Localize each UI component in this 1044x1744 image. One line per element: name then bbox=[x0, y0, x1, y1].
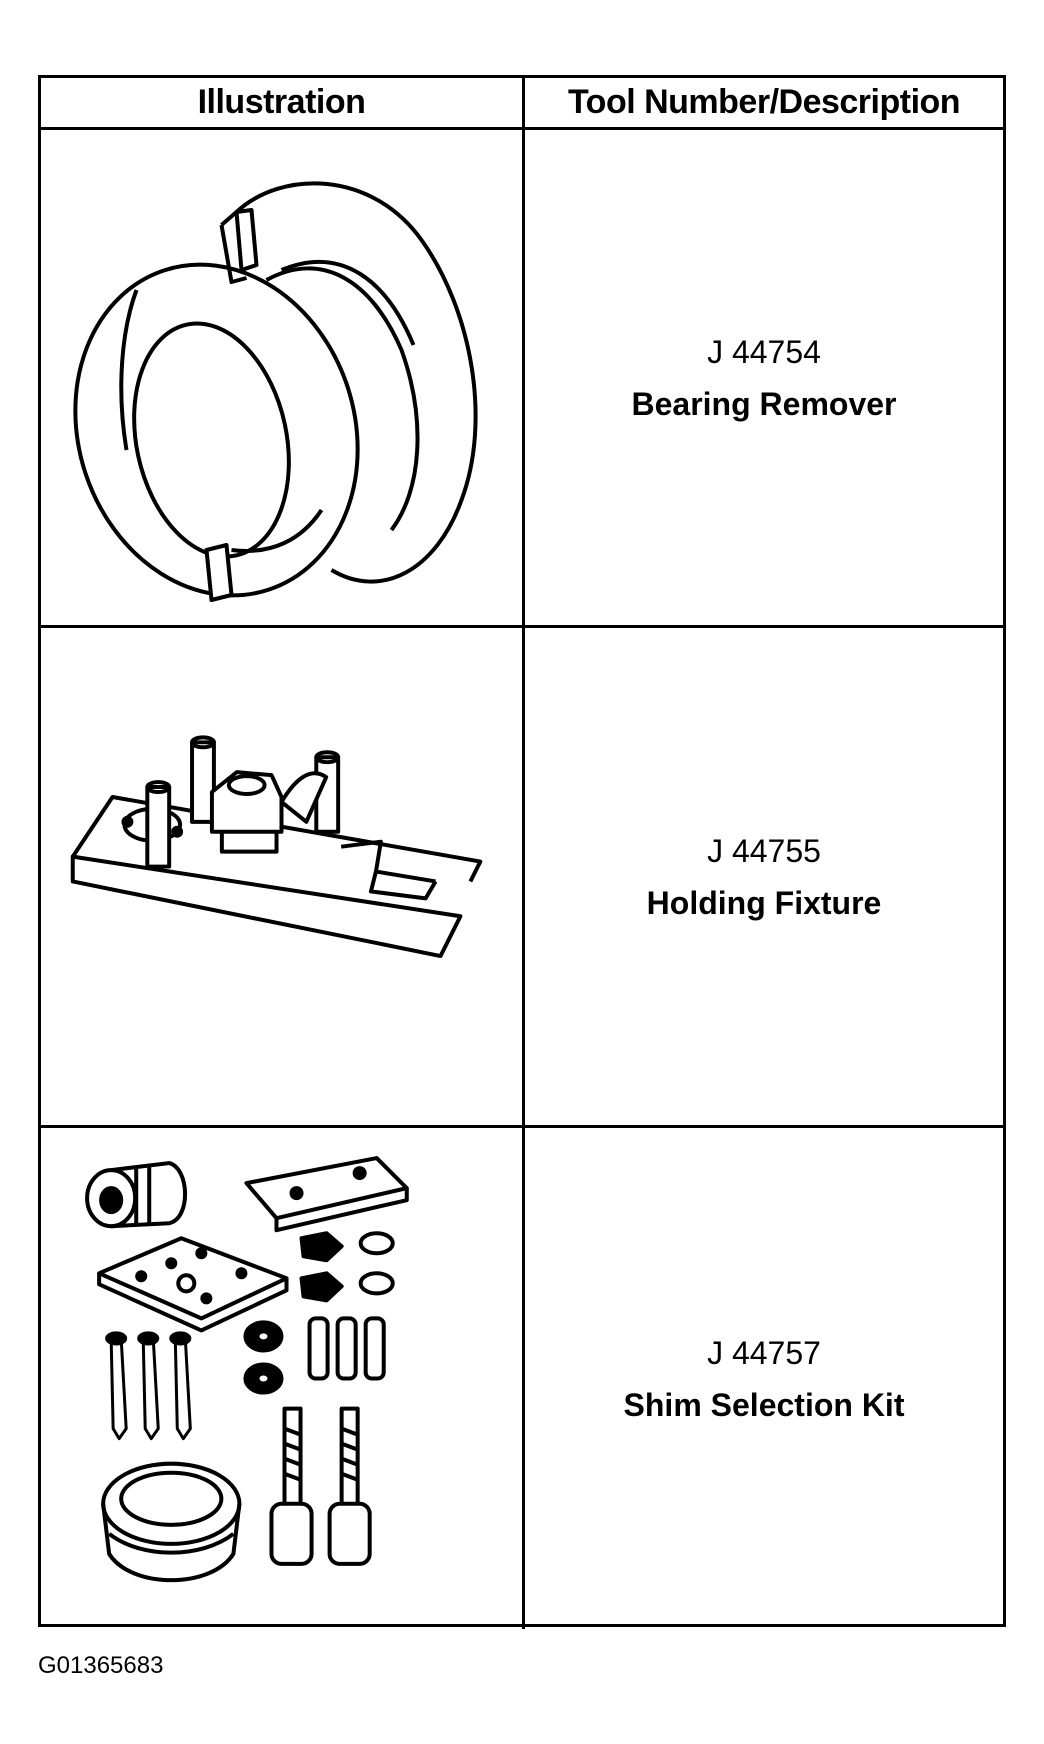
illustration-cell bbox=[41, 628, 525, 1128]
illustration-cell bbox=[41, 130, 525, 628]
header-tool-number-description: Tool Number/Description bbox=[525, 78, 1003, 130]
tool-description: Bearing Remover bbox=[631, 385, 897, 422]
tool-number: J 44755 bbox=[707, 832, 821, 869]
tool-description: Shim Selection Kit bbox=[623, 1386, 905, 1423]
tool-table: Illustration Tool Number/Description J 4… bbox=[38, 75, 1006, 1630]
holding-fixture-icon bbox=[70, 735, 483, 959]
description-cell: J 44755 Holding Fixture bbox=[525, 628, 1003, 1128]
bearing-remover-icon bbox=[73, 181, 478, 602]
figure-id: G01365683 bbox=[38, 1652, 164, 1679]
header-illustration: Illustration bbox=[41, 78, 525, 130]
description-cell: J 44754 Bearing Remover bbox=[525, 130, 1003, 628]
illustration-cell bbox=[41, 1128, 525, 1630]
description-cell: J 44757 Shim Selection Kit bbox=[525, 1128, 1003, 1629]
tool-description: Holding Fixture bbox=[646, 884, 882, 921]
tool-number: J 44754 bbox=[707, 333, 821, 370]
tool-number: J 44757 bbox=[707, 1334, 821, 1371]
shim-selection-kit-icon bbox=[85, 1156, 409, 1583]
